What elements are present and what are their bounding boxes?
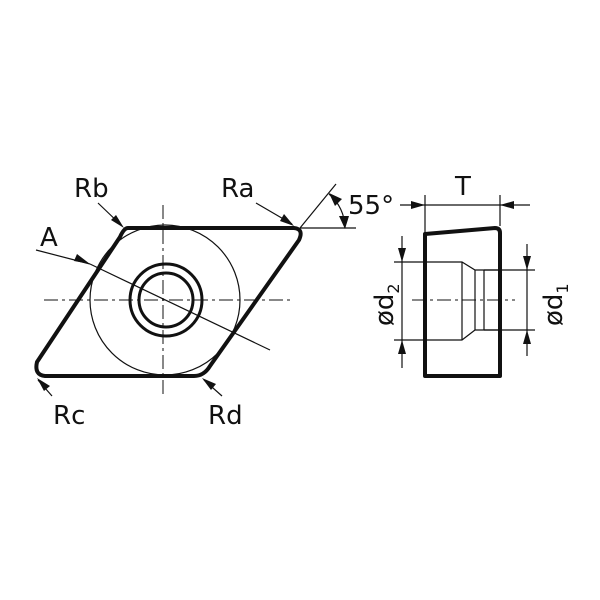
label-rc: Rc <box>53 401 85 431</box>
d2-arrow-bottom <box>398 340 406 354</box>
d1-arrow-bottom <box>523 330 531 344</box>
angle-arrow-bottom <box>339 216 349 229</box>
label-angle: 55° <box>348 191 394 221</box>
insert-top-view <box>34 205 303 398</box>
rd-arrow <box>202 378 216 390</box>
angle-arrow-top <box>329 193 342 206</box>
d1-prefix: ød <box>539 294 569 326</box>
label-rd: Rd <box>208 401 243 431</box>
svg-text:ød1: ød1 <box>539 283 572 326</box>
svg-text:ød2: ød2 <box>370 283 403 326</box>
d1-arrow-top <box>523 256 531 270</box>
side-view-outline <box>423 226 502 378</box>
d2-subscript: 2 <box>384 283 403 293</box>
insert-side-view <box>412 226 515 378</box>
d2-prefix: ød <box>370 294 400 326</box>
t-arrow-right <box>500 201 514 209</box>
d1-subscript: 1 <box>553 283 572 293</box>
thickness-dimension <box>400 195 530 232</box>
d2-arrow-top <box>398 248 406 262</box>
d1-dimension <box>484 244 535 356</box>
angle-dimension <box>299 183 356 229</box>
label-thickness: T <box>454 172 471 202</box>
ra-arrow <box>280 214 294 226</box>
angle-extension-slanted <box>299 183 337 229</box>
rc-arrow <box>37 378 50 391</box>
mounting-hole-inner <box>137 271 195 329</box>
section-a-line <box>89 263 271 351</box>
corner-leaders <box>37 202 294 397</box>
d2-dimension <box>394 236 425 368</box>
insert-outline <box>34 226 303 378</box>
t-arrow-left <box>411 201 425 209</box>
label-ra: Ra <box>221 174 254 204</box>
rb-arrow <box>111 215 124 228</box>
label-d1: ød1 <box>539 283 572 326</box>
label-rb: Rb <box>74 174 109 204</box>
section-a-arrow <box>74 254 90 264</box>
label-section-a: A <box>40 223 58 253</box>
mounting-hole-outer <box>128 262 204 338</box>
label-d2: ød2 <box>370 283 403 326</box>
